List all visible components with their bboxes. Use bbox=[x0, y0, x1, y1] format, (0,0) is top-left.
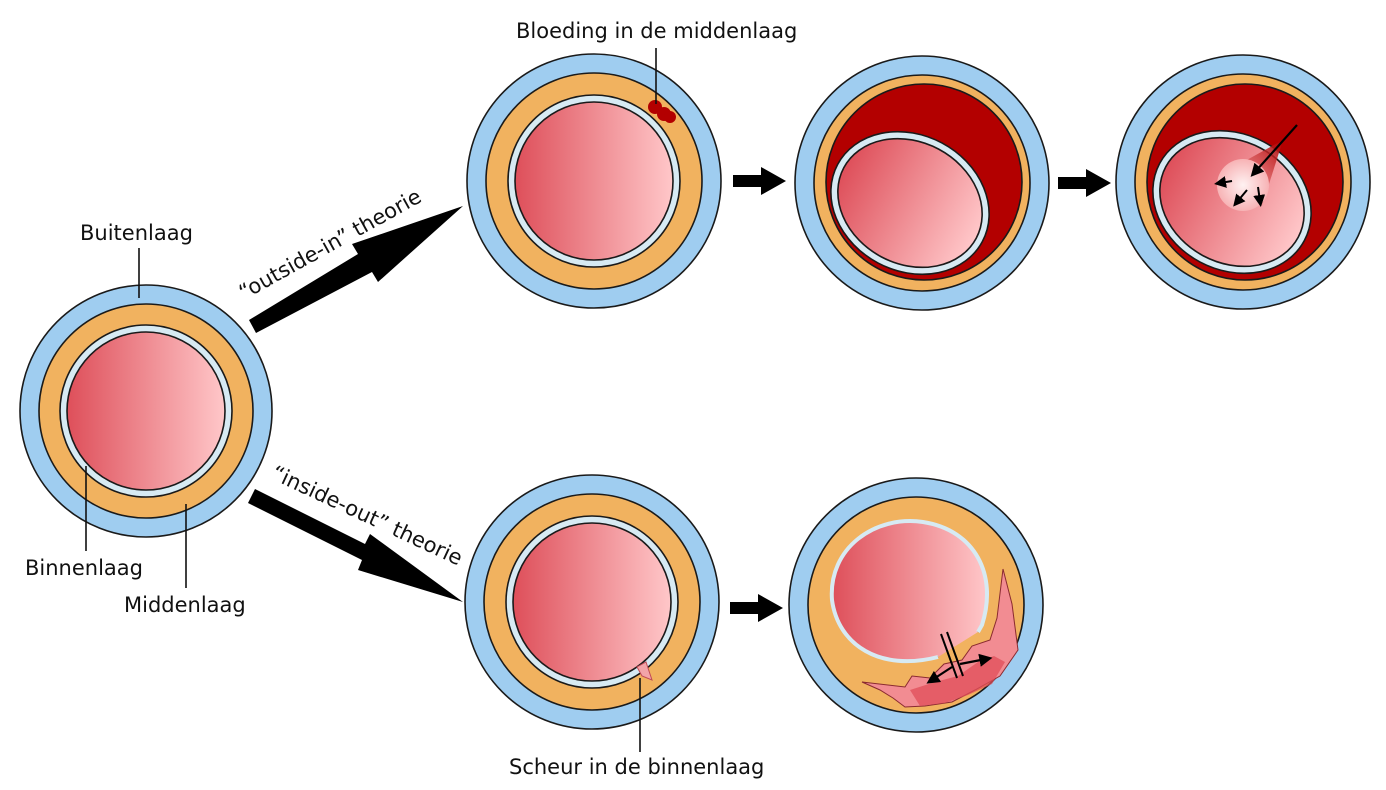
vessel-outside-in-stage-1 bbox=[466, 53, 722, 309]
bleeding-spot bbox=[648, 100, 676, 123]
vessel-inside-out-stage-1 bbox=[464, 474, 720, 730]
arrow-inside-out bbox=[248, 489, 463, 602]
tear-spot bbox=[636, 661, 653, 681]
svg-text:Binnenlaag: Binnenlaag bbox=[25, 556, 143, 580]
vessel-normal bbox=[19, 284, 273, 538]
label-bleeding: Bloeding in de middenlaag bbox=[516, 19, 797, 104]
false-lumen-blood bbox=[910, 656, 1005, 706]
vessel-outside-in-stage-3 bbox=[1115, 54, 1371, 310]
svg-text:Scheur in de binnenlaag: Scheur in de binnenlaag bbox=[509, 755, 764, 779]
vessel-outside-in-stage-2 bbox=[794, 55, 1050, 311]
step-arrow-2 bbox=[1058, 169, 1111, 197]
svg-text:Middenlaag: Middenlaag bbox=[124, 593, 246, 617]
svg-text:Bloeding in de middenlaag: Bloeding in de middenlaag bbox=[516, 19, 797, 43]
label-inner-layer: Binnenlaag bbox=[25, 466, 143, 580]
svg-text:Buitenlaag: Buitenlaag bbox=[80, 221, 193, 245]
step-arrow-1 bbox=[733, 167, 786, 195]
dissection-arrows bbox=[926, 631, 993, 684]
vessel-inside-out-stage-2 bbox=[788, 477, 1044, 733]
step-arrow-3 bbox=[730, 594, 783, 622]
intima-band bbox=[829, 519, 989, 664]
entry-jet bbox=[1214, 124, 1298, 211]
arrow-outside-in bbox=[249, 206, 463, 333]
label-outer-layer: Buitenlaag bbox=[80, 221, 193, 298]
label-middle-layer: Middenlaag bbox=[124, 504, 246, 617]
label-tear: Scheur in de binnenlaag bbox=[509, 678, 764, 779]
